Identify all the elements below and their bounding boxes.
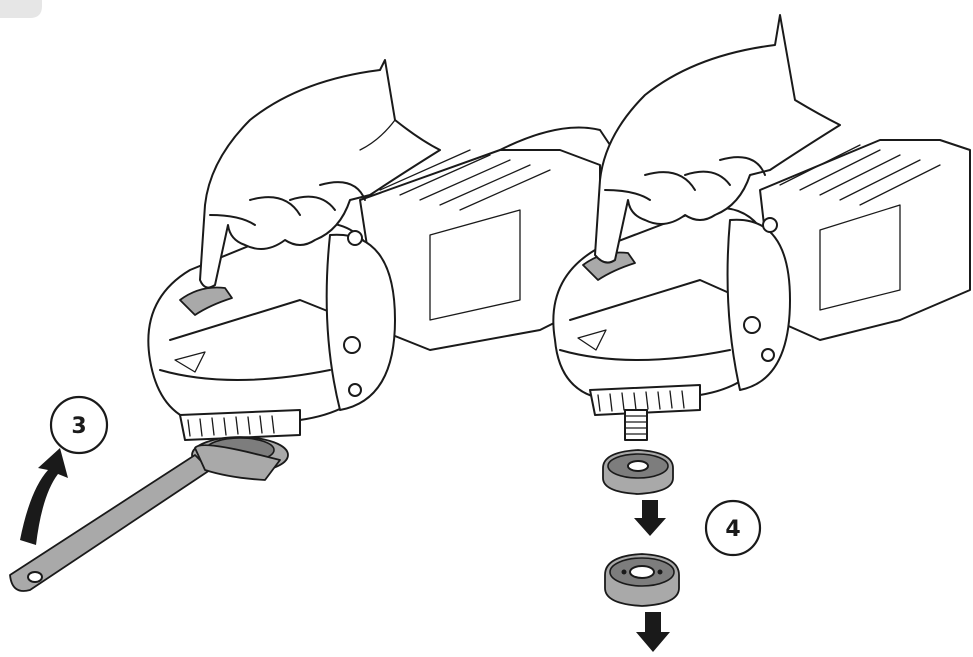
curved-arrow-icon <box>20 448 68 545</box>
panel-step-3: 3 <box>9 59 611 592</box>
flange-nut <box>604 553 680 607</box>
hand-left <box>199 59 441 289</box>
hand-right <box>594 14 841 264</box>
step-3-number: 3 <box>71 414 86 439</box>
step-4-label: 4 <box>704 499 762 557</box>
angle-grinder-left <box>147 126 611 474</box>
inner-flange <box>602 449 674 495</box>
step-4-number: 4 <box>725 517 740 542</box>
down-arrow-icon <box>636 612 670 652</box>
step-3-label: 3 <box>49 395 109 455</box>
spindle-lock-button-left <box>179 286 233 316</box>
down-arrow-icon <box>634 500 666 536</box>
corner-tab <box>0 0 42 18</box>
panel-step-4: 4 <box>552 14 971 652</box>
pin-spanner <box>9 444 281 592</box>
